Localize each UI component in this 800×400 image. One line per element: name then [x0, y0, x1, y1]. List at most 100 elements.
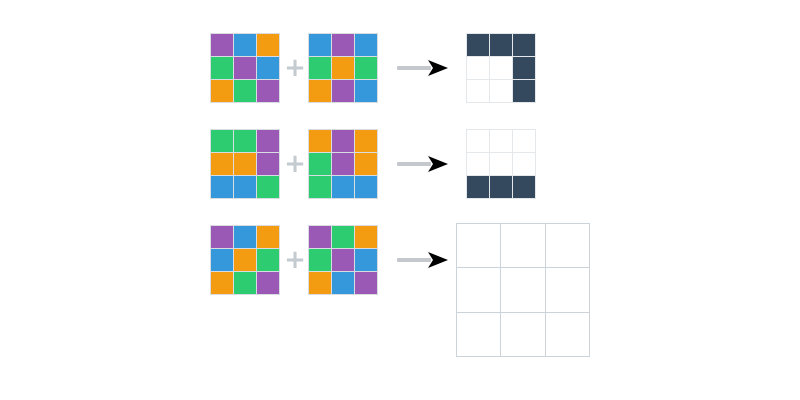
grid-cell-blue: [234, 226, 256, 248]
grid-cell-dark_slate: [513, 80, 535, 102]
grid-cell-white: [545, 224, 589, 268]
grid-cell-blue: [355, 80, 377, 102]
grid-cell-white: [490, 80, 512, 102]
grid-cell-purple: [234, 57, 256, 79]
arrow-shaft: [397, 258, 431, 262]
grid-cell-green: [355, 57, 377, 79]
grid-cell-purple: [211, 226, 233, 248]
arrow-shaft: [397, 162, 431, 166]
grid-cell-orange: [211, 80, 233, 102]
grid-cell-green: [234, 80, 256, 102]
grid-cell-dark_slate: [513, 34, 535, 56]
grid-cell-blue: [211, 176, 233, 198]
grid-cell-orange: [234, 153, 256, 175]
grid-cell-blue: [355, 176, 377, 198]
grid-cell-orange: [234, 249, 256, 271]
grid-cell-purple: [257, 130, 279, 152]
grid-cell-green: [332, 226, 354, 248]
grid-cell-green: [257, 176, 279, 198]
grid-cell-blue: [234, 176, 256, 198]
input-grid-a: [210, 225, 280, 295]
arrow-head: [428, 156, 448, 172]
grid-cell-orange: [309, 272, 331, 294]
right-arrow-icon: [397, 252, 448, 268]
grid-cell-blue: [355, 249, 377, 271]
arrow-head: [428, 60, 448, 76]
grid-cell-purple: [355, 272, 377, 294]
grid-cell-orange: [355, 130, 377, 152]
grid-cell-white: [513, 130, 535, 152]
output-grid: [466, 129, 536, 199]
grid-cell-purple: [332, 80, 354, 102]
input-grid-b: [308, 33, 378, 103]
grid-cell-purple: [332, 153, 354, 175]
input-grid-a: [210, 129, 280, 199]
grid-cell-white: [457, 224, 501, 268]
grid-cell-blue: [332, 272, 354, 294]
grid-cell-green: [309, 176, 331, 198]
arrow-head: [428, 252, 448, 268]
output-grid: [466, 33, 536, 103]
grid-cell-orange: [211, 153, 233, 175]
grid-cell-green: [211, 57, 233, 79]
grid-cell-white: [457, 312, 501, 356]
grid-cell-green: [211, 130, 233, 152]
grid-cell-purple: [332, 34, 354, 56]
grid-cell-orange: [257, 34, 279, 56]
grid-cell-blue: [332, 176, 354, 198]
grid-cell-orange: [355, 226, 377, 248]
grid-cell-white: [457, 268, 501, 312]
grid-cell-orange: [257, 226, 279, 248]
grid-cell-dark_slate: [490, 176, 512, 198]
test-row: +: [0, 223, 800, 357]
grid-cell-orange: [355, 153, 377, 175]
grid-cell-green: [309, 249, 331, 271]
plus-operator-icon: +: [284, 149, 306, 179]
grid-cell-white: [501, 268, 545, 312]
grid-cell-blue: [309, 34, 331, 56]
empty-answer-grid: [456, 223, 590, 357]
grid-cell-white: [490, 130, 512, 152]
grid-cell-white: [545, 312, 589, 356]
grid-cell-white: [467, 80, 489, 102]
grid-cell-blue: [211, 249, 233, 271]
grid-cell-white: [545, 268, 589, 312]
grid-cell-purple: [332, 130, 354, 152]
grid-cell-dark_slate: [467, 34, 489, 56]
grid-cell-white: [513, 153, 535, 175]
grid-cell-purple: [257, 80, 279, 102]
grid-cell-purple: [257, 272, 279, 294]
plus-operator-icon: +: [284, 53, 306, 83]
grid-cell-purple: [257, 153, 279, 175]
example-row-1: +: [0, 33, 800, 103]
grid-cell-dark_slate: [467, 176, 489, 198]
input-grid-b: [308, 129, 378, 199]
example-row-2: +: [0, 129, 800, 199]
grid-cell-blue: [257, 57, 279, 79]
plus-operator-icon: +: [284, 245, 306, 275]
input-grid-b: [308, 225, 378, 295]
grid-cell-dark_slate: [513, 176, 535, 198]
grid-cell-orange: [332, 57, 354, 79]
right-arrow-icon: [397, 156, 448, 172]
grid-cell-green: [309, 153, 331, 175]
grid-cell-dark_slate: [513, 57, 535, 79]
input-grid-a: [210, 33, 280, 103]
arrow-shaft: [397, 66, 431, 70]
grid-cell-purple: [332, 249, 354, 271]
grid-cell-purple: [309, 226, 331, 248]
grid-cell-blue: [234, 34, 256, 56]
grid-cell-white: [490, 153, 512, 175]
grid-cell-white: [490, 57, 512, 79]
grid-cell-green: [257, 249, 279, 271]
grid-cell-white: [467, 130, 489, 152]
grid-cell-white: [467, 57, 489, 79]
grid-cell-green: [234, 130, 256, 152]
grid-cell-orange: [309, 130, 331, 152]
right-arrow-icon: [397, 60, 448, 76]
grid-cell-white: [501, 224, 545, 268]
grid-cell-dark_slate: [490, 34, 512, 56]
grid-cell-green: [234, 272, 256, 294]
grid-cell-green: [309, 57, 331, 79]
